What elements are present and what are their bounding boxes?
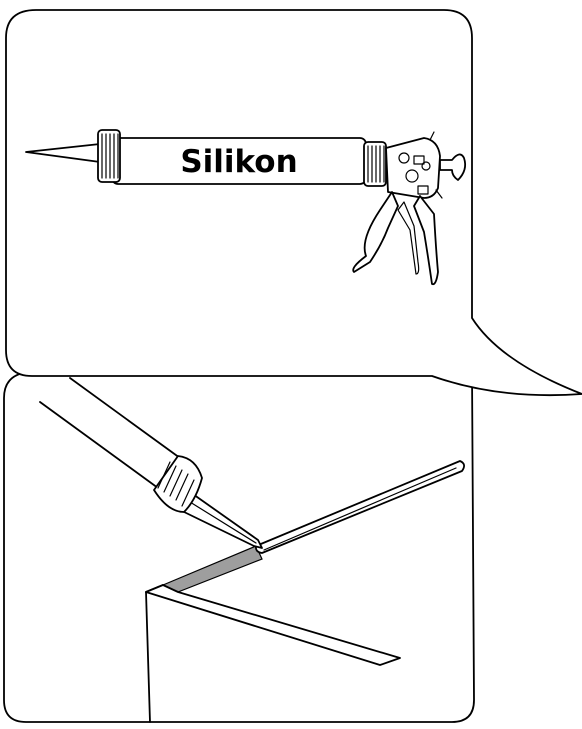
- rear-cap: [364, 142, 386, 186]
- nozzle-centerline: [190, 502, 256, 543]
- cartridge-label: Silikon: [180, 144, 297, 180]
- front-cap: [98, 130, 120, 182]
- cartridge-tube-angled: [40, 378, 180, 488]
- bottom-panel: [4, 372, 474, 722]
- sealant-strip: [163, 546, 262, 592]
- box-side-face: [146, 585, 400, 665]
- silicone-bead: [256, 461, 464, 553]
- top-panel: Silikon: [6, 10, 582, 395]
- box-front-edge: [146, 592, 150, 722]
- silicone-bead-edge: [264, 468, 456, 550]
- top-panel-frame: [6, 10, 582, 395]
